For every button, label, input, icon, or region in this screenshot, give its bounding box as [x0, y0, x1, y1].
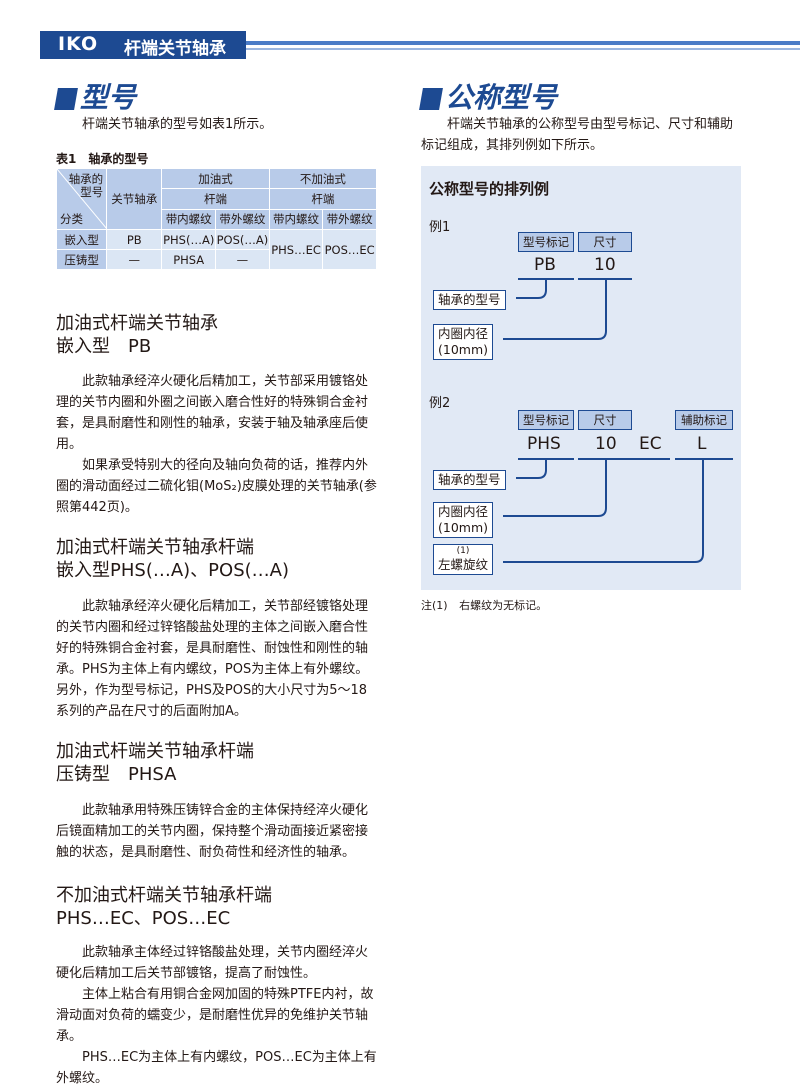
- section-pb-body: 此款轴承经淬火硬化后精加工，关节部采用镀铬处理的关节内圈和外圈之间嵌入磨合性好的…: [56, 371, 378, 518]
- example-2-label: 例2: [429, 396, 451, 411]
- cell-diecast-joint: —: [106, 249, 163, 270]
- example-1-label: 例1: [429, 220, 451, 235]
- row-label-diecast: 压铸型: [55, 249, 108, 270]
- intro-nominal: 杆端关节轴承的公称型号由型号标记、尺寸和辅助标记组成，其排列例如下所示。: [421, 114, 743, 156]
- cell-insert-male: POS(…A): [215, 229, 270, 250]
- code-aux-2: L: [697, 434, 707, 454]
- box-model-2: 轴承的型号: [433, 470, 506, 490]
- header-title: 杆端关节轴承: [124, 39, 226, 59]
- section-phs-title-2: 嵌入型PHS(…A)、POS(…A): [56, 560, 289, 581]
- tag-model-2: 型号标记: [518, 410, 574, 430]
- footnote-mark: 注(1): [421, 599, 448, 612]
- section-phs-title-1: 加油式杆端关节轴承杆端: [56, 537, 254, 558]
- corner-diagonal: [57, 169, 107, 229]
- corner-label-top: 轴承的: [68, 172, 104, 186]
- tag-size-1: 尺寸: [578, 232, 632, 252]
- cell-diecast-male: —: [215, 249, 270, 270]
- corner-label-bottom: 分类: [60, 212, 83, 226]
- paragraph: 此款轴承用特殊压铸锌合金的主体保持经淬火硬化后镜面精加工的关节内圈，保持整个滑动…: [56, 803, 369, 860]
- code-size-1: 10: [594, 255, 616, 275]
- cell-insert-joint: PB: [106, 229, 163, 250]
- box-bore-1-line1: 内圈内径: [438, 326, 489, 341]
- table-caption: 表1 轴承的型号: [56, 152, 149, 166]
- code-ec-2: EC: [639, 434, 662, 454]
- underline-model-2: [518, 458, 574, 460]
- underline-size-1: [578, 278, 632, 280]
- model-table: 轴承的 型号 分类 关节轴承 加油式 不加油式 杆端 杆端 带内螺纹 带外螺纹 …: [55, 167, 378, 270]
- page-header: IKO 杆端关节轴承: [0, 0, 800, 66]
- box-bore-2: 内圈内径 (10mm): [433, 502, 494, 538]
- header-male: 带外螺纹: [215, 208, 270, 231]
- header-joint: 关节轴承: [106, 168, 163, 230]
- section-title-model: 型号: [54, 76, 136, 116]
- paragraph: 此款轴承经淬火硬化后精加工，关节部经镀铬处理的关节内圈和经过锌铬酸盐处理的主体之…: [56, 599, 369, 719]
- section-phs-body: 此款轴承经淬火硬化后精加工，关节部经镀铬处理的关节内圈和经过锌铬酸盐处理的主体之…: [56, 596, 378, 722]
- box-left-thread-mark: (1): [456, 546, 470, 556]
- brand-logo: IKO: [58, 33, 99, 55]
- box-left-thread-text: 左螺旋纹: [438, 557, 489, 572]
- section-phsa-body: 此款轴承用特殊压铸锌合金的主体保持经淬火硬化后镜面精加工的关节内圈，保持整个滑动…: [56, 800, 378, 863]
- section-ec-title-1: 不加油式杆端关节轴承杆端: [56, 885, 272, 906]
- header-female-2: 带内螺纹: [268, 208, 324, 231]
- section-ec-body: 此款轴承主体经过锌铬酸盐处理，关节内圈经淬火硬化后精加工后关节部镀铬，提高了耐蚀…: [56, 942, 378, 1089]
- header-rodend-2: 杆端: [268, 188, 378, 210]
- diagram-title: 公称型号的排列例: [429, 180, 550, 198]
- tag-size-2: 尺寸: [578, 410, 632, 430]
- cell-nonoil-male: POS…EC: [322, 229, 377, 270]
- section-pb-title: 加油式杆端关节轴承 嵌入型 PB: [56, 312, 218, 358]
- section-title-nominal: 公称型号: [419, 76, 557, 116]
- cell-insert-female: PHS(…A): [161, 229, 217, 250]
- header-female: 带内螺纹: [161, 208, 217, 231]
- header-rule: [246, 41, 800, 45]
- table-corner: 轴承的 型号 分类: [55, 168, 108, 230]
- tag-aux-2: 辅助标记: [675, 410, 733, 430]
- box-bore-1-line2: (10mm): [438, 342, 489, 357]
- code-size-2: 10: [595, 434, 617, 454]
- section-square-icon: [419, 88, 443, 110]
- section-phsa-title-1: 加油式杆端关节轴承杆端: [56, 741, 254, 762]
- code-model-1: PB: [534, 255, 556, 275]
- footnote: 注(1) 右螺纹为无标记。: [421, 597, 547, 613]
- corner-label-mid: 型号: [80, 185, 104, 199]
- box-bore-1: 内圈内径 (10mm): [433, 324, 494, 360]
- section-phs-title: 加油式杆端关节轴承杆端 嵌入型PHS(…A)、POS(…A): [56, 536, 289, 582]
- nominal-diagram: 公称型号的排列例 例1 型号标记 尺寸 PB 10 轴承的型号 内圈内径 (10…: [421, 166, 741, 590]
- underline-size-2: [578, 458, 670, 460]
- paragraph: 主体上粘合有用铜合金网加固的特殊PTFE内衬，故滑动面对负荷的蠕变少，是耐磨性优…: [56, 987, 374, 1044]
- section-pb-title-2: 嵌入型 PB: [56, 336, 152, 357]
- header-bar: [40, 31, 246, 59]
- intro-model: 杆端关节轴承的型号如表1所示。: [82, 117, 273, 132]
- section-ec-title-2: PHS…EC、POS…EC: [56, 908, 231, 929]
- section-square-icon: [54, 88, 78, 110]
- underline-aux-2: [675, 458, 733, 460]
- code-model-2: PHS: [527, 434, 561, 454]
- cell-diecast-female: PHSA: [161, 249, 217, 270]
- section-ec-title: 不加油式杆端关节轴承杆端 PHS…EC、POS…EC: [56, 884, 272, 930]
- section-phsa-title: 加油式杆端关节轴承杆端 压铸型 PHSA: [56, 740, 254, 786]
- section-phsa-title-2: 压铸型 PHSA: [56, 764, 177, 785]
- paragraph: 此款轴承主体经过锌铬酸盐处理，关节内圈经淬火硬化后精加工后关节部镀铬，提高了耐蚀…: [56, 945, 369, 981]
- box-bore-2-line2: (10mm): [438, 520, 489, 535]
- header-male-2: 带外螺纹: [322, 208, 377, 231]
- paragraph: 如果承受特别大的径向及轴向负荷的话，推荐内外圈的滑动面经过二硫化钼(MoS₂)皮…: [56, 458, 377, 515]
- paragraph: PHS…EC为主体上有内螺纹，POS…EC为主体上有外螺纹。: [56, 1050, 377, 1086]
- box-left-thread: (1) 左螺旋纹: [433, 544, 494, 575]
- paragraph: 杆端关节轴承的公称型号由型号标记、尺寸和辅助标记组成，其排列例如下所示。: [421, 117, 734, 153]
- header-nonoil: 不加油式: [268, 167, 378, 190]
- row-label-insert: 嵌入型: [55, 229, 108, 250]
- underline-model-1: [518, 278, 574, 280]
- paragraph: 此款轴承经淬火硬化后精加工，关节部采用镀铬处理的关节内圈和外圈之间嵌入磨合性好的…: [56, 374, 369, 452]
- connector-lines: [503, 280, 704, 563]
- section-pb-title-1: 加油式杆端关节轴承: [56, 313, 218, 334]
- box-bore-2-line1: 内圈内径: [438, 504, 489, 519]
- footnote-text: 右螺纹为无标记。: [459, 599, 548, 612]
- header-oiled: 加油式: [161, 167, 270, 190]
- cell-nonoil-female: PHS…EC: [268, 229, 324, 270]
- tag-model-1: 型号标记: [518, 232, 574, 252]
- box-model-1: 轴承的型号: [433, 290, 506, 310]
- header-rule-thin: [246, 48, 800, 50]
- header-rodend: 杆端: [161, 188, 270, 210]
